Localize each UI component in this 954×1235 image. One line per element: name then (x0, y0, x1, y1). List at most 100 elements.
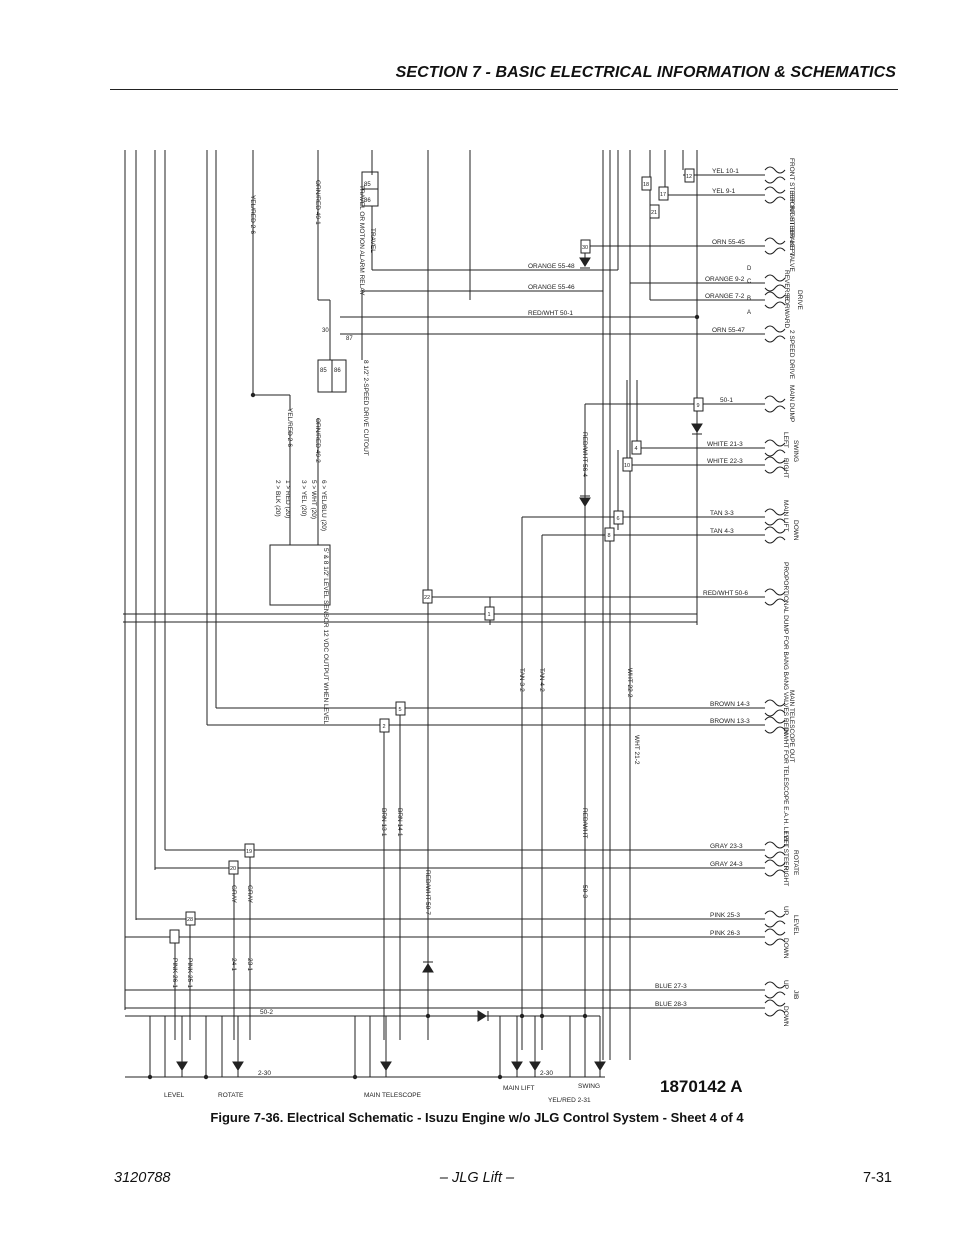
wire-label: BROWN 14-3 (710, 701, 750, 708)
switch-label: ROTATE (218, 1092, 244, 1099)
component-label: LEVEL (792, 915, 799, 936)
switch-label: MAIN TELESCOPE (364, 1092, 422, 1099)
wire-label: PINK 26-3 (710, 930, 740, 937)
connector-tag: 1 (487, 612, 490, 618)
vertical-label: TAN 4-2 (538, 668, 545, 692)
component-label: MAIN TELESCOPE OUT (788, 690, 795, 763)
header-rule (110, 89, 898, 90)
vertical-label: YEL/RED 2-6 (249, 195, 256, 234)
component-label: FORWARD (783, 295, 790, 329)
vertical-label: WHT 21-2 (633, 735, 640, 765)
component-label: SWING (792, 440, 799, 462)
component-label: UP (782, 906, 789, 915)
connector-tag: 6 (616, 516, 619, 522)
component-label: RIGHT (782, 458, 789, 478)
pin-label: D (747, 266, 752, 272)
vertical-label: ORN/RED 49-1 (314, 180, 321, 225)
connector-tag: 8 (607, 533, 610, 539)
vertical-label: PINK 26-1 (171, 958, 178, 988)
vertical-label: ORN/RED 49-2 (314, 418, 321, 463)
connector-tag: 20 (230, 866, 236, 872)
pin-label: 85 (364, 182, 371, 188)
wire-label: ORN 55-45 (712, 239, 745, 246)
pin-label: 85 (320, 368, 327, 374)
wire-label: WHITE 21-3 (707, 441, 743, 448)
document-number: 3120788 (114, 1170, 171, 1186)
wire-label: YEL/RED 2-31 (548, 1097, 591, 1104)
wire-label: PINK 25-3 (710, 912, 740, 919)
component-label: DOWN (782, 1006, 789, 1027)
vertical-label: TRAVEL OR MOTION ALARM RELAY (358, 185, 365, 296)
vertical-label: 6 > YEL/BLU (20) (320, 480, 327, 531)
wire-label: 2-30 (540, 1070, 553, 1077)
component-label: BRAKE VALVE (788, 228, 795, 272)
vertical-label: RED/WHT 50-7 (424, 870, 431, 915)
pin-label: 87 (346, 336, 353, 342)
vertical-label: TRAVEL (369, 228, 376, 253)
switch-label: LEVEL (164, 1092, 185, 1099)
component-label: REVERSE (783, 270, 790, 302)
wire-label: ORANGE 9-2 (705, 276, 745, 283)
connector-tag: 5 (398, 707, 401, 713)
connector-tag: 4 (634, 446, 637, 452)
wire-label: ORN 55-47 (712, 327, 745, 334)
component-label: LEFT (782, 432, 789, 448)
component-label: ROTATE (792, 850, 799, 876)
vertical-label: TAN 3-2 (518, 668, 525, 692)
drawing-number: 1870142 A (660, 1077, 743, 1096)
vertical-label: GRAY (230, 885, 237, 904)
component-label: IN (782, 728, 789, 735)
vertical-label: BRN 14-1 (396, 808, 403, 837)
vertical-label: 50-3 (581, 885, 588, 898)
vertical-label: 2 > BLK (20) (274, 480, 281, 517)
vertical-label: GRAY (246, 885, 253, 904)
pin-label: B (747, 296, 751, 302)
wire-label: 2-30 (258, 1070, 271, 1077)
connector-tag: 18 (643, 182, 649, 188)
vertical-label: PINK 25-1 (186, 958, 193, 988)
vertical-label: WHT 22-2 (626, 668, 633, 698)
pin-label: 86 (364, 198, 371, 204)
level-sensor-label: 5' & 8 1/2' LEVEL SENSOR 12 VDC OUTPUT W… (322, 548, 329, 725)
switch-label: MAIN LIFT (503, 1085, 534, 1092)
connector-tag: 19 (246, 849, 252, 855)
component-label: 2 SPEED DRIVE (788, 330, 795, 380)
wire-label: GRAY 24-3 (710, 861, 743, 868)
wire-label: ORANGE 55-46 (528, 284, 575, 291)
wire-label: BROWN 13-3 (710, 718, 750, 725)
vertical-label: YEL/RED 2-6 (286, 408, 293, 447)
connector-tag: 2 (382, 724, 385, 730)
vertical-label: 5 > WHT (20) (310, 480, 317, 519)
wire-label: RED/WHT 50-6 (703, 590, 748, 597)
pin-label: C (747, 279, 752, 285)
component-label: DOWN (792, 520, 799, 541)
wire-label: BLUE 27-3 (655, 983, 687, 990)
wire-label: GRAY 23-3 (710, 843, 743, 850)
vertical-label: RED/WHT 56-4 (581, 432, 588, 477)
wire-label: BLUE 28-3 (655, 1001, 687, 1008)
vertical-label: 24-1 (230, 958, 237, 971)
vertical-label: BRN 13-1 (380, 808, 387, 837)
connector-tag: 30 (582, 245, 588, 251)
component-label: LEFT (782, 832, 789, 848)
component-label: DRIVE (796, 290, 803, 311)
section-title: SECTION 7 - BASIC ELECTRICAL INFORMATION… (395, 64, 896, 81)
connector-tag: 12 (686, 174, 692, 180)
wire-label: TAN 4-3 (710, 528, 734, 535)
vertical-label: 23-1 (246, 958, 253, 971)
component-label: MAIN LIFT (782, 500, 789, 531)
component-label: MAIN DUMP (788, 385, 795, 422)
component-label: FRONT STEER LEFT (788, 193, 795, 256)
switch-label: SWING (578, 1083, 600, 1090)
vertical-label: 1 > RED (20) (284, 480, 291, 518)
connector-tag: 21 (651, 210, 657, 216)
pin-label: 86 (334, 368, 341, 374)
page-number: 7-31 (862, 1170, 892, 1186)
vertical-label: 8 1/2' 2-SPEED DRIVE CUTOUT (362, 360, 369, 456)
component-label: FRONT STEER RIGHT (788, 158, 795, 226)
connector-tag: 28 (187, 917, 193, 923)
wire-label: RED/WHT 50-1 (528, 310, 573, 317)
wire-label: YEL 10-1 (712, 168, 739, 175)
pin-label: A (747, 310, 751, 316)
